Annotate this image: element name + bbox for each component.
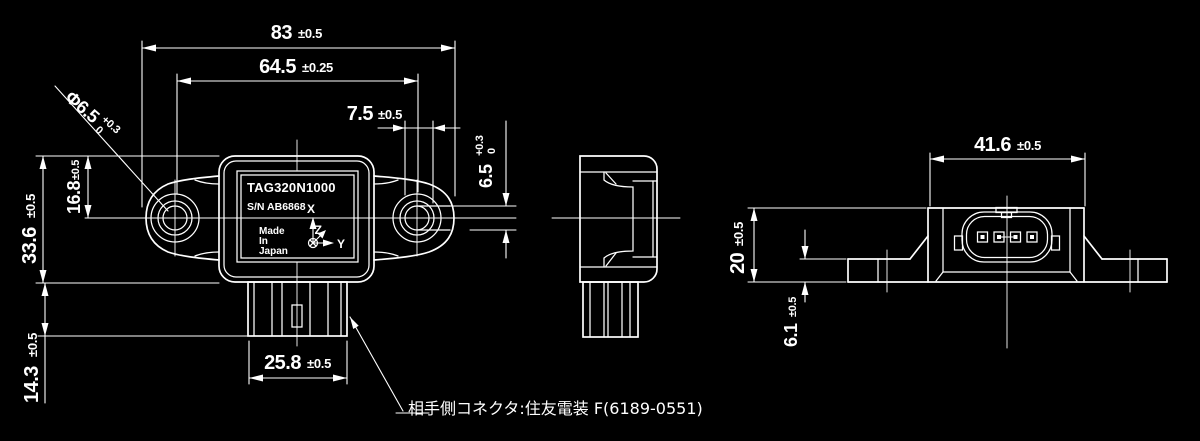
side-outline	[579, 155, 658, 283]
japan-text: Japan	[259, 246, 288, 257]
latch-right	[1050, 235, 1061, 251]
left-neck-fillet	[194, 179, 220, 185]
side-connector	[582, 281, 639, 338]
dim-flange-height: 6.1 ±0.5	[781, 229, 847, 347]
connector-pins	[976, 231, 1038, 243]
dim-connector-protrusion: 14.3 ±0.5	[21, 282, 249, 404]
dim-connector-protrusion-tol: ±0.5	[25, 333, 40, 357]
dim-hole-diameter-value: Φ6.5	[61, 87, 103, 127]
part-number-text: TAG320N1000	[247, 180, 336, 195]
dim-side-height: 20 ±0.5	[727, 207, 927, 283]
dim-boss-width-value: 7.5	[347, 103, 374, 125]
dim-slot-width: 6.5 +0.3 0	[436, 120, 517, 259]
dim-side-height-value: 20	[727, 252, 749, 274]
dim-slot-width-value: 6.5	[476, 164, 496, 188]
right-mounting-ear	[373, 175, 455, 261]
dim-hole-pitch-value: 64.5	[259, 56, 296, 78]
connector-key	[291, 304, 303, 328]
dim-connector-width-tol: ±0.5	[307, 356, 331, 371]
x-axis-label: X	[307, 202, 315, 216]
dim-hole-center-height-value: 16.8	[64, 180, 84, 214]
dim-connector-width: 25.8 ±0.5	[248, 340, 348, 385]
dim-slot-width-tol-lower: 0	[486, 148, 498, 154]
dim-hole-pitch-tol: ±0.25	[302, 60, 333, 75]
dim-connector-protrusion-value: 14.3	[21, 366, 43, 403]
side-connector-outline	[582, 281, 639, 338]
dim-boss-width: 7.5 ±0.5	[347, 103, 461, 204]
dim-body-depth-tol: ±0.5	[1017, 138, 1041, 153]
in-text: In	[259, 236, 268, 247]
x-axis-arrow-icon	[309, 217, 317, 229]
bottom-outline	[847, 207, 1168, 283]
z-axis-arrow-icon	[317, 230, 326, 239]
bottom-view: 41.6 ±0.5 20 ±0.5 6.1 ±0.5	[727, 134, 1168, 349]
dim-body-height-tol: ±0.5	[23, 194, 38, 218]
front-dimensions: 83 ±0.5 64.5 ±0.25 7.5 ±0.5 Φ6.5	[19, 22, 517, 404]
serial-number-text: S/N AB6868	[247, 201, 306, 213]
front-view: TAG320N1000 S/N AB6868 Made In Japan X Y…	[84, 139, 517, 347]
left-hole-chamfer	[157, 200, 193, 236]
right-hole-boss	[392, 193, 442, 243]
dim-body-height-value: 33.6	[19, 227, 41, 264]
dim-hole-center-height-tol: ±0.5	[70, 160, 82, 180]
front-connector-outline	[247, 281, 348, 337]
connector-face	[953, 206, 1061, 263]
connector-key-notch	[1000, 211, 1013, 219]
dim-overall-length-tol: ±0.5	[298, 26, 322, 41]
dim-overall-length: 83 ±0.5	[141, 22, 456, 208]
body-inner-edge	[223, 160, 370, 278]
label-plate-inner	[240, 174, 355, 259]
dim-boss-width-tol: ±0.5	[378, 107, 402, 122]
dim-side-height-tol: ±0.5	[731, 222, 746, 246]
leader-line	[349, 316, 404, 412]
dim-body-depth: 41.6 ±0.5	[929, 134, 1086, 207]
latch-left	[953, 235, 964, 251]
right-neck-fillet-bottom	[373, 251, 399, 257]
connector-shroud-inner	[965, 215, 1049, 259]
left-mounting-hole	[162, 205, 188, 231]
dim-overall-length-value: 83	[271, 22, 293, 44]
dim-hole-pitch: 64.5 ±0.25	[176, 56, 419, 195]
y-axis-arrow-icon	[323, 239, 334, 247]
dim-slot-width-tol-upper: +0.3	[474, 135, 486, 156]
label-plate-outer	[236, 170, 359, 263]
dim-flange-height-value: 6.1	[781, 323, 801, 347]
dim-body-height: 33.6 ±0.5	[19, 155, 220, 284]
mating-connector-text: 相手側コネクタ:住友電装 F(6189-0551)	[408, 399, 703, 418]
side-channel	[603, 171, 634, 268]
dim-connector-width-value: 25.8	[264, 352, 301, 374]
dim-flange-height-tol: ±0.5	[787, 297, 799, 317]
dim-hole-center-height: 16.8 ±0.5	[35, 155, 220, 219]
left-hole-boss	[150, 193, 200, 243]
side-view	[551, 155, 681, 338]
axis-marker: X Y Z	[307, 202, 345, 251]
front-connector	[247, 281, 348, 337]
left-mounting-ear	[145, 175, 220, 261]
y-axis-label: Y	[337, 237, 345, 251]
left-neck-fillet-bottom	[194, 251, 220, 257]
dim-body-depth-value: 41.6	[974, 134, 1011, 156]
made-text: Made	[259, 226, 285, 237]
mating-connector-note: 相手側コネクタ:住友電装 F(6189-0551)	[349, 316, 703, 418]
right-hole-chamfer	[399, 200, 435, 236]
z-axis-label: Z	[315, 223, 322, 237]
right-neck-fillet	[373, 179, 399, 185]
